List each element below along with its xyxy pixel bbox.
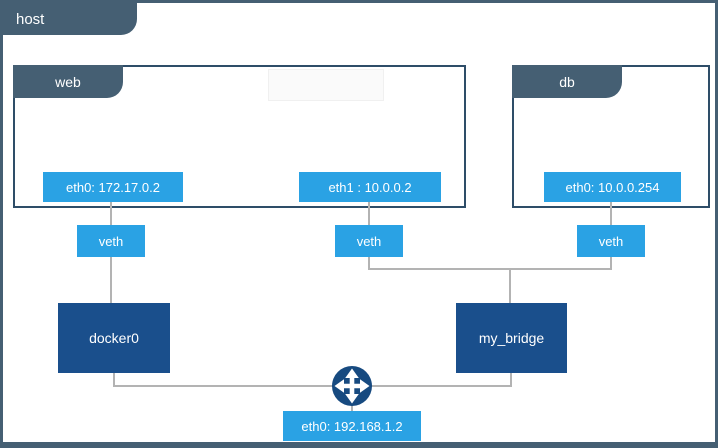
web-eth0-badge: eth0: 172.17.0.2 <box>43 172 183 202</box>
connector-line-bottom-horizontal <box>113 385 512 387</box>
db-label: db <box>559 73 575 90</box>
web-tab: web <box>13 65 123 98</box>
veth-badge-docker0: veth <box>77 225 145 257</box>
connector-line-router-to-hosteth <box>351 401 353 412</box>
web-eth1-label: eth1 : 10.0.0.2 <box>328 179 412 195</box>
connector-stub <box>110 202 112 209</box>
host-tab: host <box>3 3 137 35</box>
my-bridge-label: my_bridge <box>478 330 545 346</box>
host-label: host <box>16 10 45 28</box>
connector-stub <box>610 202 612 209</box>
db-eth0-label: eth0: 10.0.0.254 <box>565 179 660 195</box>
db-eth0-badge: eth0: 10.0.0.254 <box>544 172 681 202</box>
connector-stub <box>368 202 370 209</box>
connector-line-junction-to-mybridge <box>509 268 511 304</box>
router-icon <box>332 366 372 406</box>
bridge-docker0: docker0 <box>58 303 170 373</box>
veth-label: veth <box>598 233 624 249</box>
connector-line-junction-horizontal <box>368 268 612 270</box>
veth-badge-db-mybridge: veth <box>577 225 645 257</box>
bridge-my-bridge: my_bridge <box>456 303 567 373</box>
connector-line-docker0-down <box>113 373 115 387</box>
connector-line-mybridge-down <box>510 373 512 387</box>
db-tab: db <box>512 65 622 98</box>
host-eth0-label: eth0: 192.168.1.2 <box>301 418 403 434</box>
web-eth1-badge: eth1 : 10.0.0.2 <box>299 172 441 202</box>
web-label: web <box>55 73 81 90</box>
web-eth0-label: eth0: 172.17.0.2 <box>66 179 160 195</box>
docker0-label: docker0 <box>89 330 139 346</box>
veth-label: veth <box>356 233 382 249</box>
host-eth0-badge: eth0: 192.168.1.2 <box>283 411 421 441</box>
web-placeholder-box <box>268 69 384 101</box>
veth-badge-web-mybridge: veth <box>335 225 403 257</box>
veth-label: veth <box>98 233 124 249</box>
